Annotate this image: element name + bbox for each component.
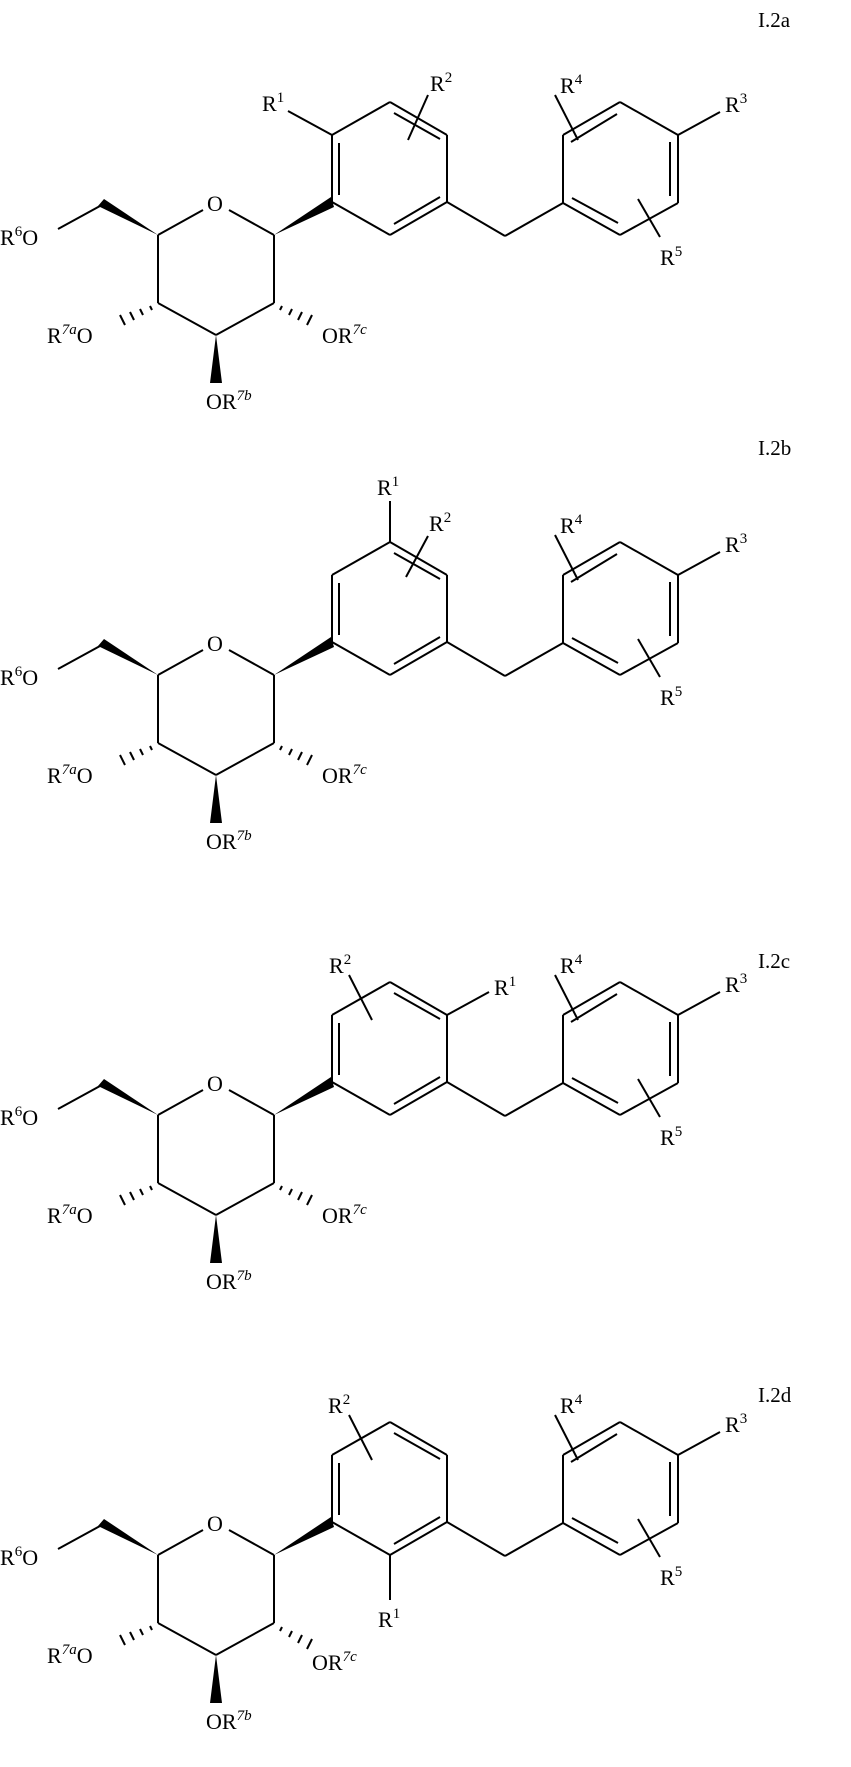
ring-oxygen: O [207,1071,223,1096]
r3-label: R3 [725,91,747,117]
wedge-bond [210,1215,222,1263]
r4-label: R4 [560,512,583,538]
r5-label: R5 [660,684,682,710]
r2-label: R2 [328,1392,350,1418]
hashed-bond [119,1185,313,1206]
r1-label: R1 [377,474,399,500]
structure-I-2d: I.2d [0,1320,851,1767]
r2-label: R2 [429,510,451,536]
r7a-o-label: R7aO [47,1642,93,1668]
hashed-bond [119,1625,313,1650]
structure-drawing: O R6O R7aO OR7b OR7c R1 R2 R3 R4 R5 [0,474,747,854]
or7c-label: OR7c [322,762,367,788]
r7a-o-label: R7aO [47,322,93,348]
r4-label: R4 [560,952,583,978]
r5-label: R5 [660,1564,682,1590]
r3-label: R3 [725,1411,747,1437]
r4-label: R4 [560,1392,583,1418]
wedge-bond [98,639,158,675]
structure-I-2b: I.2b [0,436,851,880]
wedge-bond [210,335,222,383]
or7b-label: OR7b [206,388,252,414]
or7b-label: OR7b [206,1268,252,1294]
r1-label: R1 [494,974,516,1000]
r1-label: R1 [262,90,284,116]
r6o-label: R6O [0,1104,38,1130]
wedge-bond [98,1079,158,1115]
r7a-o-label: R7aO [47,762,93,788]
wedge-bond [274,1517,334,1555]
r6o-label: R6O [0,664,38,690]
compound-label: I.2b [758,436,792,460]
ring-oxygen: O [207,631,223,656]
r2-label: R2 [430,70,452,96]
or7b-label: OR7b [206,828,252,854]
wedge-bond [210,1655,222,1703]
r1-label: R1 [378,1606,400,1632]
structure-drawing: O R6O R7aO OR7b OR7c R1 R2 R3 R4 R5 [0,1392,747,1734]
r5-label: R5 [660,244,682,270]
wedge-bond [274,197,334,235]
hashed-bond [119,305,313,326]
r6o-label: R6O [0,224,38,250]
wedge-bond [98,199,158,235]
hashed-bond [119,745,313,766]
compound-label: I.2a [758,8,791,32]
structure-drawing: O R6O R7aO OR7b OR7c R1 R2 R3 R4 R5 [0,952,747,1294]
wedge-bond [210,775,222,823]
wedge-bond [98,1519,158,1555]
r7a-o-label: R7aO [47,1202,93,1228]
r4-label: R4 [560,72,583,98]
structure-I-2c: I.2c [0,880,851,1320]
structure-drawing: O R6O R7aO OR7b OR7c R1 R2 R3 R4 R5 [0,70,747,414]
r3-label: R3 [725,531,747,557]
ring-oxygen: O [207,1511,223,1536]
r6o-label: R6O [0,1544,38,1570]
structure-I-2a: I.2a [0,0,851,440]
or7b-label: OR7b [206,1708,252,1734]
or7c-label: OR7c [312,1649,357,1675]
r3-label: R3 [725,971,747,997]
compound-label: I.2c [758,949,791,973]
ring-oxygen: O [207,191,223,216]
wedge-bond [274,1077,334,1115]
wedge-bond [274,637,334,675]
or7c-label: OR7c [322,1202,367,1228]
r5-label: R5 [660,1124,682,1150]
r2-label: R2 [329,952,351,978]
compound-label: I.2d [758,1383,792,1407]
or7c-label: OR7c [322,322,367,348]
